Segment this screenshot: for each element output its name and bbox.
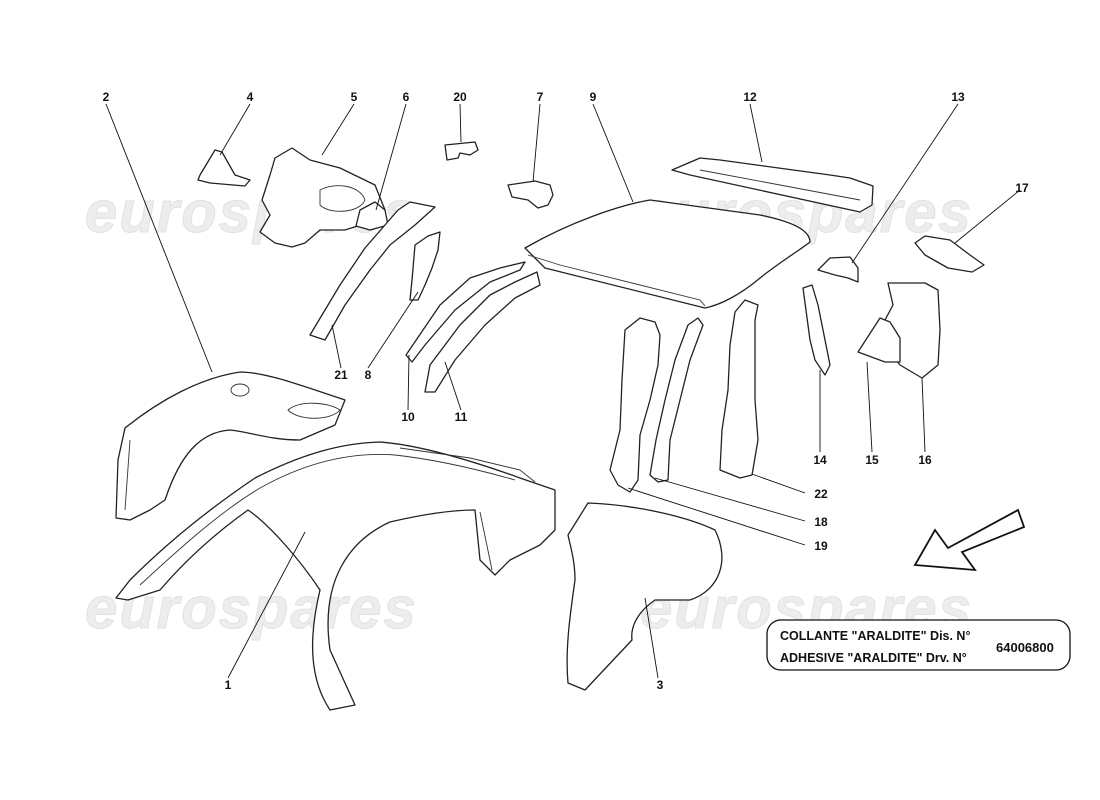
callout-10: 10 xyxy=(401,410,415,424)
part-19 xyxy=(609,317,661,493)
callout-15: 15 xyxy=(865,453,879,467)
callout-numbers: 1 2 3 4 5 6 7 8 9 10 11 12 13 14 15 16 1… xyxy=(103,90,1029,692)
part-8 xyxy=(409,231,441,301)
callout-2: 2 xyxy=(103,90,110,104)
part-7 xyxy=(507,180,554,209)
part-22 xyxy=(719,299,759,479)
part-13 xyxy=(817,256,859,283)
callout-13: 13 xyxy=(951,90,965,104)
watermark-bottom-left: eurospares xyxy=(85,576,418,641)
callout-17: 17 xyxy=(1015,181,1029,195)
adhesive-part-number: 64006800 xyxy=(996,640,1054,655)
part-21 xyxy=(309,201,436,341)
part-20 xyxy=(444,141,479,161)
callout-18: 18 xyxy=(814,515,828,529)
part-12 xyxy=(671,157,874,213)
callout-7: 7 xyxy=(537,90,544,104)
callout-12: 12 xyxy=(743,90,757,104)
callout-16: 16 xyxy=(918,453,932,467)
callout-4: 4 xyxy=(247,90,254,104)
callout-6: 6 xyxy=(403,90,410,104)
callout-9: 9 xyxy=(590,90,597,104)
callout-11: 11 xyxy=(455,410,468,424)
callout-5: 5 xyxy=(351,90,358,104)
callout-1: 1 xyxy=(225,678,232,692)
adhesive-note-line2: ADHESIVE "ARALDITE" Drv. N° xyxy=(780,651,967,665)
callout-22: 22 xyxy=(814,487,828,501)
leader-lines xyxy=(105,103,1021,679)
adhesive-note: COLLANTE "ARALDITE" Dis. N° ADHESIVE "AR… xyxy=(766,619,1071,671)
part-17 xyxy=(914,235,985,273)
part-10 xyxy=(405,261,526,363)
part-front-fender xyxy=(566,502,723,691)
callout-21: 21 xyxy=(334,368,348,382)
front-direction-arrow-icon xyxy=(913,508,1026,572)
callout-3: 3 xyxy=(657,678,664,692)
part-roof-shell xyxy=(115,441,556,711)
part-18 xyxy=(649,317,704,483)
callout-14: 14 xyxy=(813,453,827,467)
part-14 xyxy=(802,284,831,376)
part-4 xyxy=(197,149,251,187)
callout-19: 19 xyxy=(814,539,828,553)
part-rear-quarter-panel xyxy=(115,371,346,521)
part-5 xyxy=(259,147,386,248)
callout-8: 8 xyxy=(365,368,372,382)
part-11 xyxy=(424,271,541,393)
adhesive-note-line1: COLLANTE "ARALDITE" Dis. N° xyxy=(780,629,970,643)
part-roof-panel xyxy=(524,199,811,309)
part-15 xyxy=(857,317,901,363)
callout-20: 20 xyxy=(453,90,467,104)
